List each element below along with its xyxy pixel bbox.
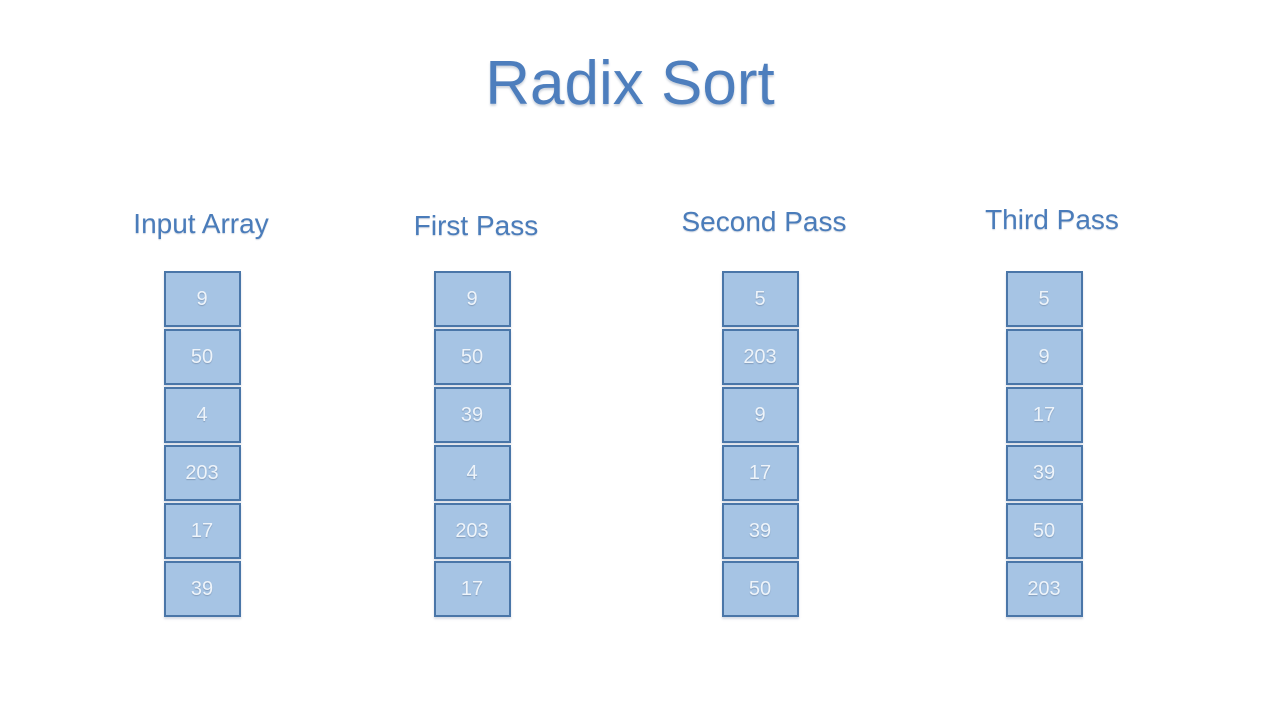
array-cells-input: 9 50 4 203 17 39	[163, 271, 241, 617]
array-cell: 9	[163, 271, 241, 327]
array-cells-third-pass: 5 9 17 39 50 203	[1005, 271, 1083, 617]
array-cell: 4	[433, 445, 511, 501]
array-cell: 203	[1005, 561, 1083, 617]
column-second-pass: Second Pass 5 203 9 17 39 50	[670, 196, 850, 619]
array-cell: 39	[721, 503, 799, 559]
column-input-array: Input Array 9 50 4 203 17 39	[112, 196, 292, 619]
column-label-third-pass: Third Pass	[985, 204, 1119, 235]
array-cell: 5	[1005, 271, 1083, 327]
array-cell: 50	[163, 329, 241, 385]
array-cell: 17	[433, 561, 511, 617]
array-cell: 17	[163, 503, 241, 559]
array-cell: 39	[163, 561, 241, 617]
array-cell: 17	[1005, 387, 1083, 443]
array-cell: 9	[433, 271, 511, 327]
array-cells-first-pass: 9 50 39 4 203 17	[433, 271, 511, 617]
array-cell: 9	[1005, 329, 1083, 385]
array-cells-second-pass: 5 203 9 17 39 50	[721, 271, 799, 617]
array-cell: 203	[433, 503, 511, 559]
column-label-input-array: Input Array	[133, 208, 269, 239]
array-cell: 4	[163, 387, 241, 443]
array-cell: 50	[1005, 503, 1083, 559]
column-third-pass: Third Pass 5 9 17 39 50 203	[954, 196, 1134, 619]
array-cell: 50	[433, 329, 511, 385]
array-cell: 203	[163, 445, 241, 501]
array-cell: 50	[721, 561, 799, 617]
array-cell: 39	[1005, 445, 1083, 501]
column-label-first-pass: First Pass	[413, 210, 539, 241]
array-cell: 5	[721, 271, 799, 327]
array-cell: 9	[721, 387, 799, 443]
array-cell: 17	[721, 445, 799, 501]
array-cell: 39	[433, 387, 511, 443]
page-title: Radix Sort	[485, 49, 775, 118]
column-label-second-pass: Second Pass	[681, 206, 847, 237]
column-first-pass: First Pass 9 50 39 4 203 17	[382, 196, 562, 619]
array-cell: 203	[721, 329, 799, 385]
